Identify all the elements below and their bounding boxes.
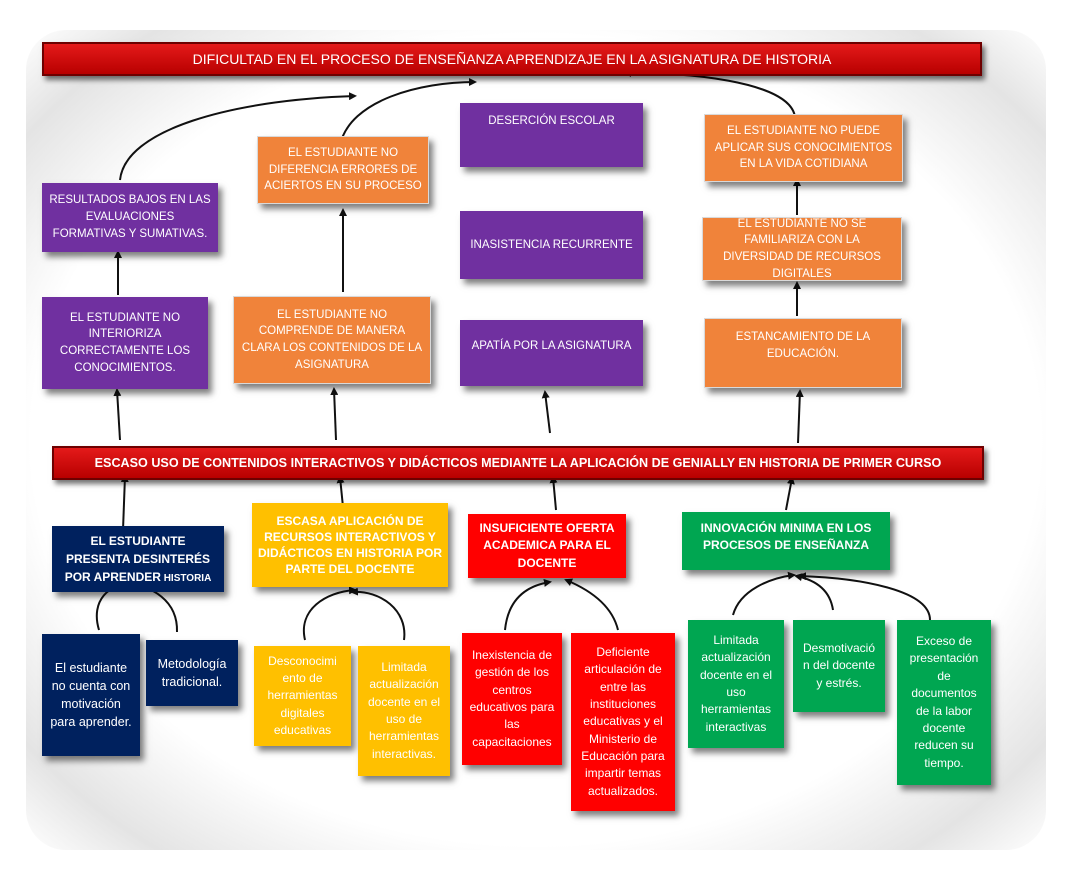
effect-not-familiar-text: EL ESTUDIANTE NO SE FAMILIARIZA CON LA D…: [723, 217, 881, 280]
arrow-red-sub2: [564, 578, 619, 631]
arrow-central-to-col1: [113, 388, 122, 441]
effect-not-understand-text: EL ESTUDIANTE NO COMPRENDE DE MANERA CLA…: [241, 308, 423, 371]
arrow-central-to-col4: [795, 389, 804, 444]
effect-not-familiar: EL ESTUDIANTE NO SE FAMILIARIZA CON LA D…: [702, 217, 902, 281]
subcause-unknowledge-tools: Desconocimi ento de herramientas digital…: [254, 646, 351, 746]
effect-low-results: RESULTADOS BAJOS EN LAS EVALUACIONES FOR…: [42, 183, 218, 252]
cause-insufficient-offer: INSUFICIENTE OFERTA ACADEMICA PARA EL DO…: [468, 514, 626, 578]
subcause-poor-articulation: Deficiente articulación de entre las ins…: [571, 633, 675, 811]
subcause-limited-teacher-update: Limitada actualización docente en el uso…: [688, 620, 784, 748]
cause-minimal-innovation: INNOVACIÓN MINIMA EN LOS PROCESOS DE ENS…: [682, 512, 890, 570]
cause-minimal-innovation-text: INNOVACIÓN MINIMA EN LOS PROCESOS DE ENS…: [700, 521, 872, 553]
effect-apathy-text: APATÍA POR LA ASIGNATURA: [471, 340, 632, 352]
subcause-excess-paperwork: Exceso de presentación de documentos de …: [897, 620, 991, 785]
effect-dropout: DESERCIÓN ESCOLAR: [460, 103, 643, 167]
subcause-demotivation-text: Desmotivació n del docente y estrés.: [802, 640, 876, 690]
effect-dropout-text: DESERCIÓN ESCOLAR: [488, 115, 615, 127]
cause-student-disinterest: EL ESTUDIANTE PRESENTA DESINTERÉS POR AP…: [52, 526, 224, 592]
subcause-limited-update-text: Limitada actualización docente en el uso…: [367, 659, 441, 761]
cause-student-disinterest-text: EL ESTUDIANTE PRESENTA DESINTERÉS POR AP…: [58, 532, 218, 586]
effect-not-internalize: EL ESTUDIANTE NO INTERIORIZA CORRECTAMEN…: [42, 297, 208, 389]
cause-student-disinterest-text-b: HISTORIA: [160, 573, 212, 584]
effect-cannot-apply-text: EL ESTUDIANTE NO PUEDE APLICAR SUS CONOC…: [714, 124, 893, 171]
arrow-central-to-col3: [541, 390, 551, 434]
arrow-red-sub1: [504, 579, 552, 631]
arrow-green-sub3: [798, 572, 931, 621]
subcause-traditional-method: Metodología tradicional.: [146, 640, 238, 706]
subcause-unknowledge-tools-text: Desconocimi ento de herramientas digital…: [267, 653, 338, 738]
effect-not-understand: EL ESTUDIANTE NO COMPRENDE DE MANERA CLA…: [233, 296, 431, 384]
subcause-poor-articulation-text: Deficiente articulación de entre las ins…: [581, 644, 665, 798]
central-problem-banner: ESCASO USO DE CONTENIDOS INTERACTIVOS Y …: [52, 446, 984, 480]
subcause-excess-paperwork-text: Exceso de presentación de documentos de …: [909, 633, 979, 770]
effect-stagnation-text: ESTANCAMIENTO DE LA EDUCACIÓN.: [735, 331, 871, 360]
subcause-no-management-text: Inexistencia de gestión de los centros e…: [469, 647, 555, 749]
arrow-yellow-sub1: [302, 586, 357, 641]
effect-no-differentiate: EL ESTUDIANTE NO DIFERENCIA ERRORES DE A…: [257, 136, 429, 204]
effect-absence: INASISTENCIA RECURRENTE: [460, 211, 643, 279]
subcause-no-motivation: El estudiante no cuenta con motivación p…: [42, 634, 140, 756]
subcause-no-management: Inexistencia de gestión de los centros e…: [462, 633, 562, 765]
arrow-col2-to-top: [339, 78, 477, 146]
arrow-central-to-col2: [330, 387, 339, 441]
arrow-col4-to-top: [623, 68, 796, 118]
arrow-navy-to-central: [120, 474, 129, 531]
effect-absence-text: INASISTENCIA RECURRENTE: [470, 238, 633, 251]
effect-apathy: APATÍA POR LA ASIGNATURA: [460, 320, 643, 386]
effect-stagnation: ESTANCAMIENTO DE LA EDUCACIÓN.: [704, 318, 902, 388]
subcause-demotivation: Desmotivació n del docente y estrés.: [793, 620, 885, 712]
effect-cannot-apply: EL ESTUDIANTE NO PUEDE APLICAR SUS CONOC…: [704, 114, 903, 182]
effect-low-results-text: RESULTADOS BAJOS EN LAS EVALUACIONES FOR…: [49, 194, 211, 240]
arrow-green-sub1: [732, 571, 796, 616]
arrow-yellow-sub2: [350, 587, 406, 641]
subcause-limited-teacher-update-text: Limitada actualización docente en el uso…: [699, 632, 773, 734]
cause-scarce-application-text: ESCASA APLICACIÓN DE RECURSOS INTERACTIV…: [258, 513, 443, 577]
cause-scarce-application: ESCASA APLICACIÓN DE RECURSOS INTERACTIV…: [252, 503, 448, 587]
arrow-green-to-central: [785, 476, 795, 511]
top-problem-banner: DIFICULTAD EN EL PROCESO DE ENSEÑANZA AP…: [42, 42, 982, 76]
arrow-navy-sub2: [127, 581, 179, 633]
effect-no-differentiate-text: EL ESTUDIANTE NO DIFERENCIA ERRORES DE A…: [264, 146, 422, 193]
top-problem-text: DIFICULTAD EN EL PROCESO DE ENSEÑANZA AP…: [192, 51, 832, 67]
effect-not-internalize-text: EL ESTUDIANTE NO INTERIORIZA CORRECTAMEN…: [59, 311, 191, 374]
arrow-yellow-to-central: [336, 475, 345, 508]
arrow-col1-to-top: [119, 92, 357, 181]
subcause-no-motivation-text: El estudiante no cuenta con motivación p…: [50, 660, 132, 730]
subcause-limited-update: Limitada actualización docente en el uso…: [358, 646, 450, 776]
arrow-red-to-central: [549, 475, 558, 511]
central-problem-text: ESCASO USO DE CONTENIDOS INTERACTIVOS Y …: [94, 456, 942, 470]
cause-student-disinterest-text-a: EL ESTUDIANTE PRESENTA DESINTERÉS POR AP…: [64, 534, 211, 584]
arrow-green-sub2: [794, 573, 834, 611]
cause-insufficient-offer-text: INSUFICIENTE OFERTA ACADEMICA PARA EL DO…: [479, 520, 615, 570]
subcause-traditional-method-text: Metodología tradicional.: [157, 656, 227, 689]
